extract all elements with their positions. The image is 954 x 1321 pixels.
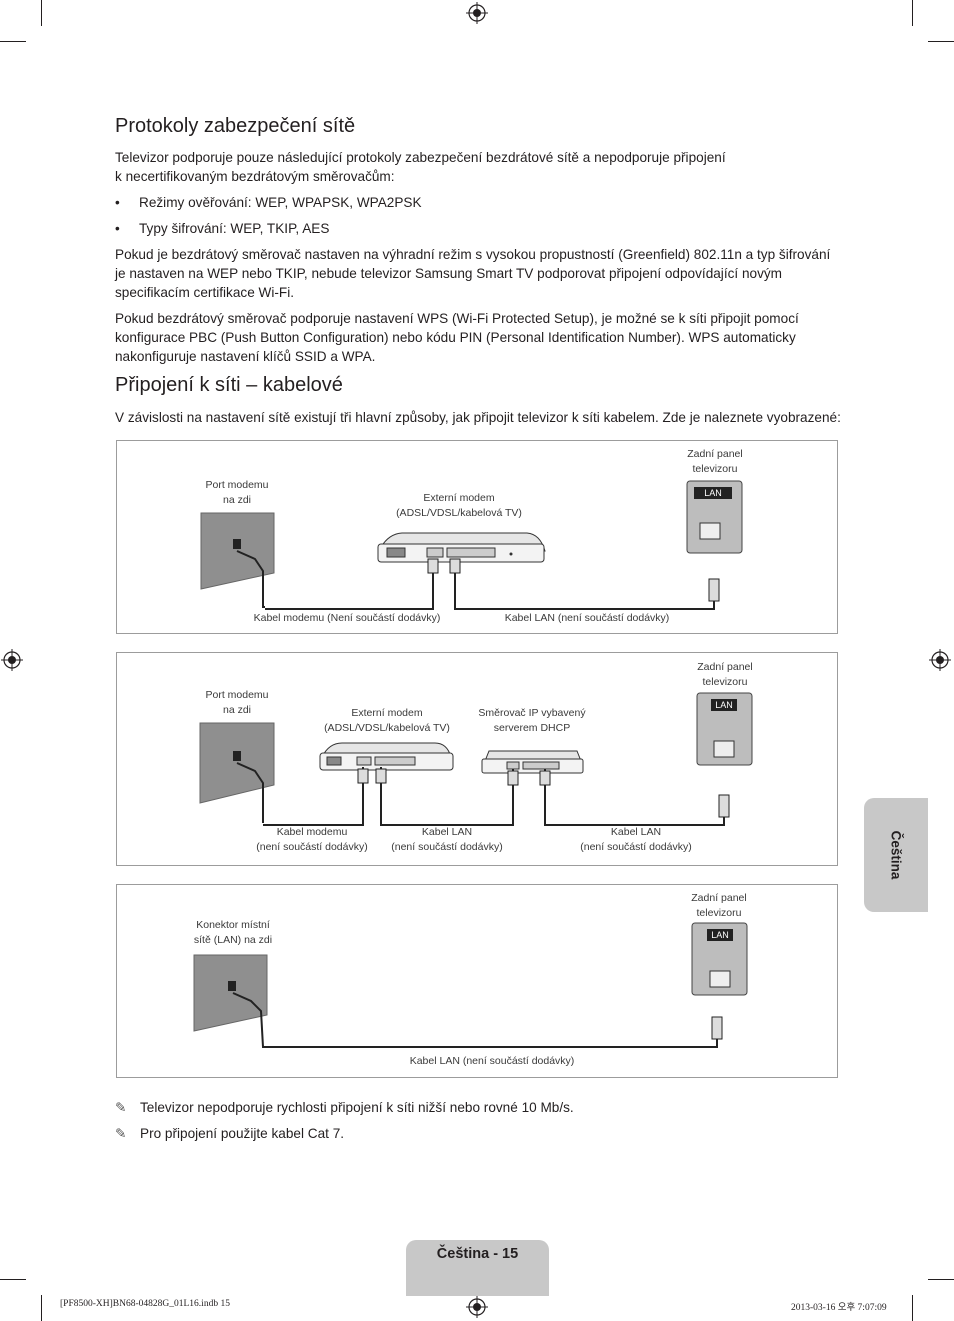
list-item-text: Režimy ověřování: WEP, WPAPSK, WPA2PSK	[139, 195, 422, 210]
label-wall-port: Port modemu na zdi	[205, 689, 269, 716]
section-title-wired: Připojení k síti – kabelové	[115, 374, 343, 396]
registration-mark-icon	[1, 649, 23, 671]
label-text: Port modemu na zdi	[205, 479, 269, 506]
crop-mark	[912, 1295, 913, 1321]
print-slug-file: [PF8500-XH]BN68-04828G_01L16.indb 15	[60, 1299, 230, 1309]
diagram-wall-lan-drawing	[193, 922, 748, 1048]
label-modem: Externí modem (ADSL/VDSL/kabelová TV)	[324, 707, 450, 734]
page-number-tab: Čeština - 15	[406, 1240, 549, 1296]
crop-mark	[0, 41, 26, 42]
bullet-icon: •	[115, 221, 120, 236]
label-modem-cable: Kabel modemu (není součástí dodávky)	[256, 826, 368, 853]
security-intro: Televizor podporuje pouze následující pr…	[115, 148, 840, 186]
wall-socket-icon	[228, 981, 236, 991]
wired-intro: V závislosti na nastavení sítě existují …	[115, 410, 841, 425]
section-title-security: Protokoly zabezpečení sítě	[115, 115, 356, 137]
label-lan-cable-2: Kabel LAN (není součástí dodávky)	[580, 826, 692, 853]
label-wall-port: Port modemu na zdi	[187, 478, 287, 508]
intro-line: Televizor podporuje pouze následující pr…	[115, 150, 726, 165]
diagram-direct-modem: Port modemu na zdi Externí modem (ADSL/V…	[116, 440, 838, 634]
lan-port-icon	[699, 522, 721, 540]
wall-socket-icon	[233, 751, 241, 761]
lan-badge: LAN	[704, 488, 722, 498]
label-tv-panel: Zadní panel televizoru	[697, 661, 753, 688]
wall-socket-icon	[233, 539, 241, 549]
crop-mark	[928, 41, 954, 42]
label-modem-cable: Kabel modemu (Není součástí dodávky)	[253, 612, 441, 624]
intro-line: k necertifikovaným bezdrátovým směrovačů…	[115, 169, 395, 184]
crop-mark	[41, 1295, 42, 1321]
label-lan-cable-1: Kabel LAN (není součástí dodávky)	[391, 826, 503, 853]
note-text: Televizor nepodporuje rychlosti připojen…	[140, 1100, 574, 1115]
pencil-note-icon: ✎	[115, 1100, 127, 1115]
note-text: Pro připojení použijte kabel Cat 7.	[140, 1126, 345, 1141]
label-router: Směrovač IP vybavený serverem DHCP	[478, 707, 586, 734]
list-item-text: Typy šifrování: WEP, TKIP, AES	[139, 221, 330, 236]
crop-mark	[0, 1279, 26, 1280]
diagram-modem-router-drawing	[199, 692, 753, 826]
security-paragraph-wps: Pokud bezdrátový směrovač podporuje nast…	[115, 311, 799, 364]
label-lan-cable: Kabel LAN (není součástí dodávky)	[504, 612, 670, 624]
diagram-wall-lan: Konektor místní sítě (LAN) na zdi Zadní …	[116, 884, 838, 1078]
tv-back-panel-icon	[696, 692, 753, 766]
security-paragraph-greenfield: Pokud je bezdrátový směrovač nastaven na…	[115, 247, 831, 300]
lan-badge: LAN	[711, 930, 729, 940]
diagram-modem-router: Port modemu na zdi Externí modem (ADSL/V…	[116, 652, 838, 866]
language-side-tab: Čeština	[864, 798, 928, 912]
page-number: Čeština - 15	[436, 1246, 519, 1262]
label-wall-lan: Konektor místní sítě (LAN) na zdi	[193, 919, 273, 946]
lan-badge: LAN	[715, 700, 733, 710]
lan-port-icon	[709, 970, 731, 988]
registration-mark-icon	[929, 649, 951, 671]
crop-mark	[41, 0, 42, 26]
label-lan-cable: Kabel LAN (není součástí dodávky)	[409, 1055, 575, 1067]
label-tv-panel: Zadní panel televizoru	[691, 892, 747, 919]
bullet-icon: •	[115, 195, 120, 210]
label-modem: Externí modem (ADSL/VDSL/kabelová TV)	[396, 492, 522, 519]
tv-back-panel-icon	[691, 922, 748, 996]
registration-mark-icon	[466, 2, 488, 24]
pencil-note-icon: ✎	[115, 1126, 127, 1141]
crop-mark	[928, 1279, 954, 1280]
label-tv-panel: Zadní panel televizoru	[687, 448, 743, 475]
crop-mark	[912, 0, 913, 26]
language-side-tab-label: Čeština	[888, 830, 904, 880]
registration-mark-icon	[466, 1296, 488, 1318]
lan-port-icon	[713, 740, 735, 758]
diagram-direct-modem-drawing	[200, 480, 743, 610]
print-slug-date: 2013-03-16 오후 7:07:09	[791, 1303, 887, 1313]
